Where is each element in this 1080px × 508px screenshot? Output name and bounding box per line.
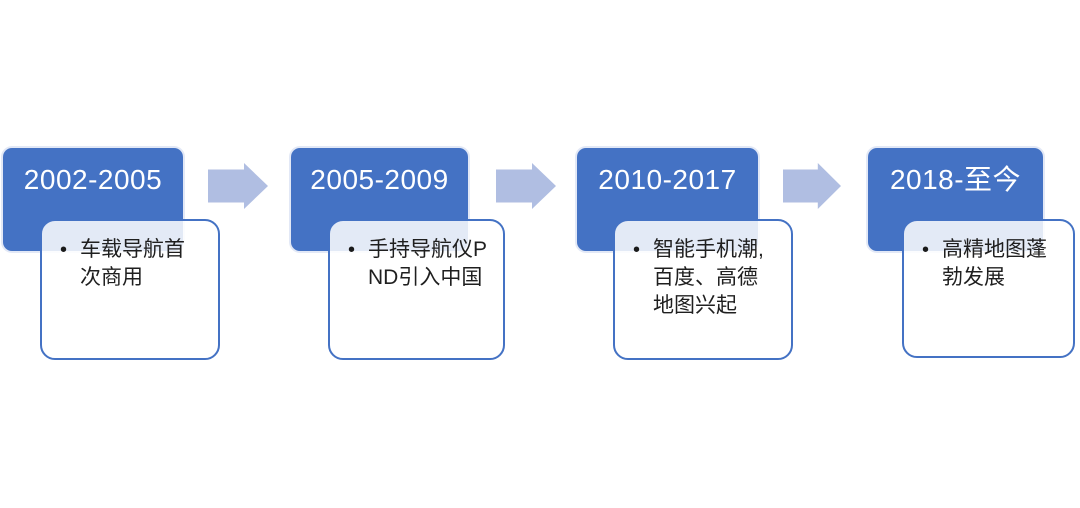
stage-2-bullet-item: • 手持导航仪PND引入中国 bbox=[348, 236, 493, 292]
stage-4-year-label: 2018-至今 bbox=[889, 164, 1022, 195]
stage-3-detail-text: 智能手机潮,百度、高德地图兴起 bbox=[653, 238, 764, 317]
arrow-right-icon bbox=[783, 163, 841, 209]
stage-2-year-label: 2005-2009 bbox=[310, 164, 449, 195]
stage-3-year-label: 2010-2017 bbox=[598, 164, 737, 195]
stage-1-detail-text: 车载导航首次商用 bbox=[80, 238, 185, 289]
stage-4-year-box: 2018-至今 bbox=[868, 148, 1043, 251]
stage-2-detail-card: • 手持导航仪PND引入中国 bbox=[328, 219, 505, 360]
stage-4-bullet-item: • 高精地图蓬勃发展 bbox=[922, 236, 1063, 292]
bullet-icon: • bbox=[922, 239, 930, 261]
bullet-icon: • bbox=[60, 239, 68, 261]
stage-4-detail-card: • 高精地图蓬勃发展 bbox=[902, 219, 1075, 358]
bullet-icon: • bbox=[633, 239, 641, 261]
arrow-right-icon bbox=[208, 163, 268, 209]
stage-4-detail-text: 高精地图蓬勃发展 bbox=[942, 238, 1047, 289]
stage-3-bullet-item: • 智能手机潮,百度、高德地图兴起 bbox=[633, 236, 781, 320]
stage-1-year-label: 2002-2005 bbox=[23, 164, 163, 195]
bullet-icon: • bbox=[348, 239, 356, 261]
stage-2-detail-text: 手持导航仪PND引入中国 bbox=[368, 238, 488, 289]
stage-1-detail-card: • 车载导航首次商用 bbox=[40, 219, 220, 360]
stage-1-bullet-item: • 车载导航首次商用 bbox=[60, 236, 208, 292]
stage-3-detail-card: • 智能手机潮,百度、高德地图兴起 bbox=[613, 219, 793, 360]
arrow-right-icon bbox=[496, 163, 556, 209]
